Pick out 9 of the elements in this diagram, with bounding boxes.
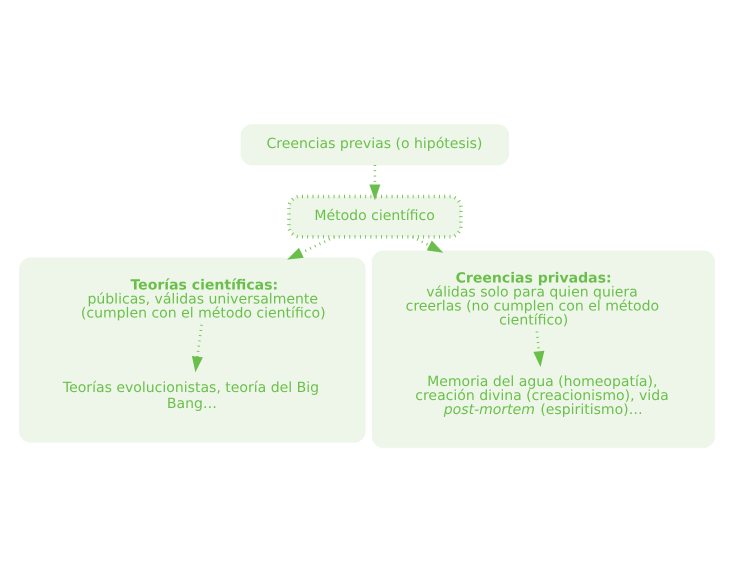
node-text: Memoria del agua (homeopatía), creación divina (creacionismo), vida post-mortem (espiritismo)… — [415, 373, 669, 418]
arrow — [533, 331, 544, 367]
arrow — [287, 235, 336, 260]
arrow — [192, 324, 203, 372]
arrow — [412, 235, 444, 252]
node-box: Método científico — [287, 194, 463, 238]
node-box: Creencias previas (o hipótesis) — [240, 124, 510, 165]
arrow — [369, 164, 380, 200]
node-text: Teorías evolucionistas, teoría del Big Bang… — [62, 380, 320, 412]
